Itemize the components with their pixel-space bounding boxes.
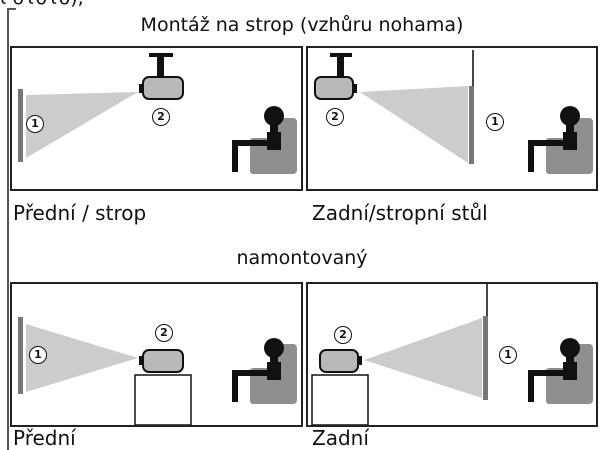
ceiling-mount-pole (157, 57, 164, 77)
panel-front-ceiling: 1 2 (10, 46, 303, 191)
table (311, 374, 369, 425)
projection-beam (26, 324, 138, 392)
panel-front-table: 1 2 (10, 282, 303, 427)
projector (314, 76, 354, 100)
ceiling-mount-pole (337, 57, 344, 77)
marker-projector: 2 (152, 108, 170, 126)
front-table-illustration (18, 317, 297, 425)
person-legs (528, 140, 566, 172)
label-rear-table: Zadní (312, 426, 369, 450)
person-neck (270, 356, 278, 363)
document-left-border (7, 8, 9, 450)
person-head (560, 338, 580, 358)
header-fragment: ι οτοτο); (0, 0, 84, 10)
screen (18, 317, 23, 394)
projector-lens (139, 356, 144, 365)
person-legs (232, 370, 270, 402)
screen (469, 86, 474, 164)
person-head (264, 338, 284, 358)
projection-beam (364, 318, 482, 398)
marker-screen: 1 (486, 113, 504, 131)
screen-wire (486, 284, 488, 318)
projection-beam (360, 86, 468, 163)
marker-screen: 1 (26, 115, 44, 133)
marker-projector: 2 (326, 108, 344, 126)
panel-rear-table: 2 1 (306, 282, 598, 427)
marker-projector: 2 (155, 324, 173, 342)
person-head (560, 106, 580, 126)
person-body (267, 132, 281, 150)
label-front-table: Přední (13, 426, 76, 450)
screen (483, 316, 488, 400)
document-top-border (7, 8, 16, 10)
projector (142, 76, 184, 100)
screen (18, 89, 23, 162)
label-front-ceiling: Přední / strop (13, 201, 147, 225)
ceiling-mount-title: Montáž na strop (vzhůru nohama) (140, 14, 464, 36)
projector-lens (357, 356, 362, 365)
projector-lens (352, 84, 357, 93)
projection-beam (26, 92, 138, 158)
table-mount-title: namontovaný (236, 247, 368, 269)
person-body (267, 362, 281, 380)
ceiling-mount-plate (149, 53, 173, 57)
front-ceiling-illustration (18, 53, 297, 174)
label-rear-ceiling: Zadní/stropní stůl (312, 201, 488, 225)
person-neck (270, 125, 278, 132)
projector (319, 349, 359, 373)
person-head (264, 106, 284, 126)
projector-lens (139, 84, 144, 93)
person-legs (232, 140, 270, 172)
table (134, 374, 192, 425)
person-neck (566, 125, 574, 132)
marker-screen: 1 (499, 346, 517, 364)
rear-ceiling-illustration (314, 50, 593, 174)
person-body (563, 362, 577, 380)
rear-table-illustration (311, 284, 593, 425)
marker-projector: 2 (334, 326, 352, 344)
person-legs (528, 370, 566, 402)
person-body (563, 132, 577, 150)
panel-rear-ceiling: 2 1 (306, 46, 598, 191)
projector (142, 349, 184, 373)
person-neck (566, 356, 574, 363)
ceiling-mount-plate (330, 53, 352, 57)
screen-wire (472, 50, 474, 88)
marker-screen: 1 (29, 346, 47, 364)
